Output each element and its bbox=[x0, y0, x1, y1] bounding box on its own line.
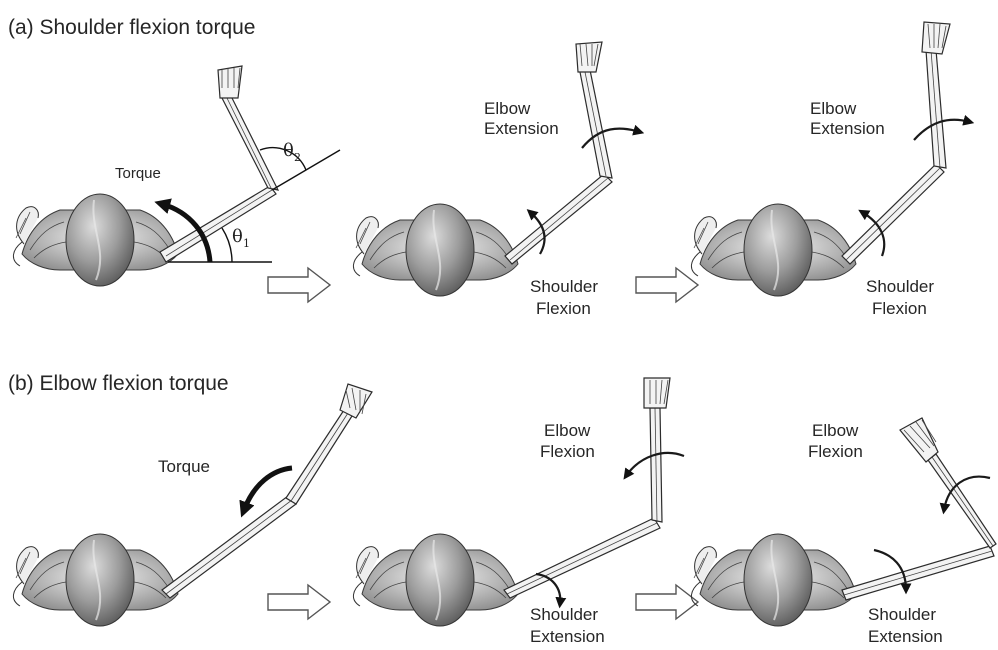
shoulder-label-line1: Shoulder bbox=[866, 277, 934, 296]
panel-a-title: (a) Shoulder flexion torque bbox=[8, 16, 255, 39]
elbow-label-line1: Elbow bbox=[810, 99, 857, 118]
panel-a-frame-3: Elbow Extension Shoulder Flexion bbox=[691, 22, 970, 318]
panel-b-frame-2: Elbow Flexion Shoulder Extension bbox=[353, 378, 684, 646]
theta1-label: θ bbox=[232, 226, 243, 247]
theta2-subscript: 2 bbox=[294, 151, 301, 164]
panel-b-frame-3: Elbow Flexion Shoulder Extension bbox=[691, 418, 996, 646]
elbow-label-line1: Elbow bbox=[484, 99, 531, 118]
shoulder-label-line1: Shoulder bbox=[530, 277, 598, 296]
transition-arrow-a1 bbox=[268, 268, 330, 302]
theta1-subscript: 1 bbox=[243, 237, 250, 250]
panel-b-title: (b) Elbow flexion torque bbox=[8, 372, 229, 395]
elbow-label-line1: Elbow bbox=[544, 421, 591, 440]
shoulder-label-line2: Flexion bbox=[536, 299, 591, 318]
torque-label: Torque bbox=[115, 165, 161, 182]
elbow-label-line1: Elbow bbox=[812, 421, 859, 440]
elbow-extension-arrow bbox=[582, 129, 640, 148]
torque-label: Torque bbox=[158, 457, 210, 476]
theta2-label: θ bbox=[283, 140, 294, 161]
shoulder-label-line1: Shoulder bbox=[868, 605, 936, 624]
shoulder-label-line2: Extension bbox=[868, 627, 943, 646]
elbow-label-line2: Flexion bbox=[808, 442, 863, 461]
transition-arrow-a2 bbox=[636, 268, 698, 302]
elbow-label-line2: Extension bbox=[484, 119, 559, 138]
theta1-arc bbox=[222, 228, 232, 262]
shoulder-label-line2: Flexion bbox=[872, 299, 927, 318]
panel-a-frame-1: Torque θ 1 θ 2 bbox=[13, 66, 340, 286]
elbow-label-line2: Flexion bbox=[540, 442, 595, 461]
transition-arrow-b2 bbox=[636, 585, 698, 619]
elbow-label-line2: Extension bbox=[810, 119, 885, 138]
transition-arrow-b1 bbox=[268, 585, 330, 619]
panel-a-frame-2: Elbow Extension Shoulder Flexion bbox=[353, 42, 640, 318]
shoulder-label-line2: Extension bbox=[530, 627, 605, 646]
shoulder-label-line1: Shoulder bbox=[530, 605, 598, 624]
panel-b-frame-1: Torque bbox=[13, 384, 372, 626]
